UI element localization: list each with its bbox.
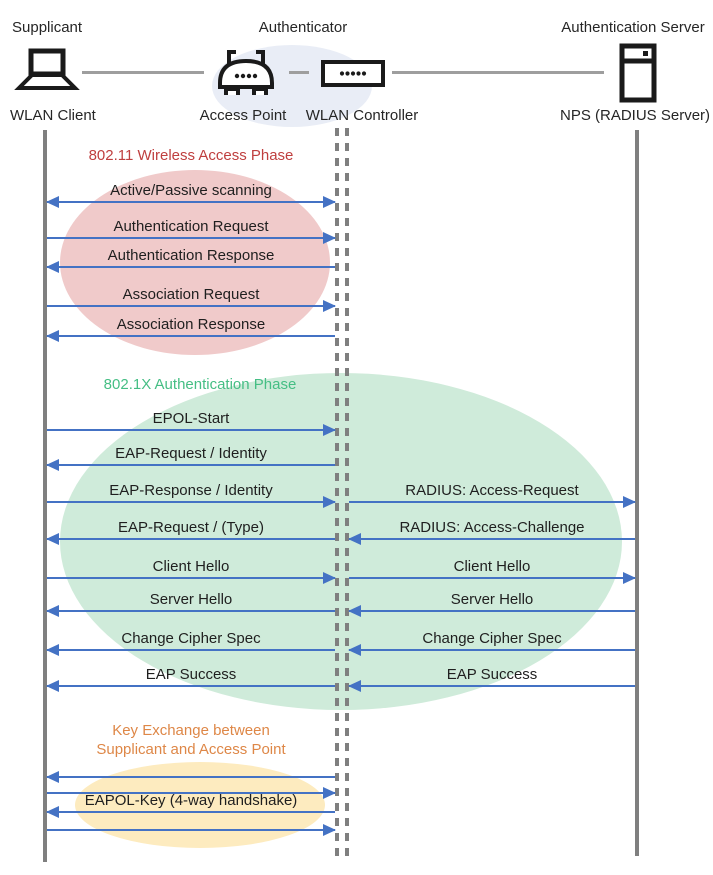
lifeline-access-point: [335, 128, 339, 858]
role-label-supplicant: Supplicant: [12, 19, 83, 36]
message-arrow: [46, 533, 335, 545]
device-label-wlan-client: WLAN Client: [10, 107, 96, 124]
message-label: Association Response: [116, 316, 266, 333]
message-arrow: [47, 824, 336, 836]
message-label: Change Cipher Spec: [422, 630, 562, 647]
message-label: Client Hello: [453, 558, 531, 575]
message-row: EAP-Request / (Type): [46, 518, 335, 545]
role-label-authenticator: Authenticator: [258, 19, 348, 36]
phase1-ellipse: [60, 170, 330, 355]
message-row: [47, 809, 336, 836]
laptop-icon: [14, 48, 80, 94]
message-row: EAP-Request / Identity: [46, 444, 335, 471]
message-label: Authentication Response: [107, 247, 275, 264]
phase3-title: Key Exchange between Supplicant and Acce…: [96, 722, 286, 758]
message-label: EAP Success: [145, 666, 237, 683]
wlan-controller-icon: [321, 60, 385, 87]
message-label: RADIUS: Access-Challenge: [399, 519, 585, 536]
message-label: Server Hello: [450, 591, 534, 608]
message-row: Change Cipher Spec: [348, 629, 635, 656]
role-label-authentication-server: Authentication Server: [561, 19, 705, 36]
message-label: Change Cipher Spec: [121, 630, 261, 647]
connector-line: [82, 71, 204, 74]
message-arrow: [46, 459, 335, 471]
message-label: EAP-Response / Identity: [109, 482, 273, 499]
message-arrow: [349, 572, 636, 584]
message-arrow: [46, 806, 335, 818]
message-label: RADIUS: Access-Request: [405, 482, 579, 499]
message-row: EAP Success: [46, 665, 335, 692]
message-arrow: [47, 572, 336, 584]
message-arrow: [46, 771, 335, 783]
message-row: Active/Passive scanning: [46, 181, 336, 208]
message-row: [47, 772, 336, 799]
message-label: Server Hello: [149, 591, 233, 608]
message-arrow: [348, 644, 635, 656]
message-label: [47, 772, 335, 791]
message-row: Client Hello: [47, 557, 336, 584]
lifeline-nps: [635, 130, 639, 856]
message-label: EAP-Request / (Type): [118, 519, 264, 536]
lifeline-wlan-controller: [345, 128, 349, 858]
message-arrow: [46, 605, 335, 617]
message-label: EAP-Request / Identity: [115, 445, 267, 462]
message-row: RADIUS: Access-Challenge: [348, 518, 635, 545]
message-row: EAP-Response / Identity: [47, 481, 336, 508]
message-label: EPOL-Start: [152, 410, 230, 427]
message-label: Active/Passive scanning: [110, 182, 272, 199]
message-label: Association Request: [122, 286, 260, 303]
message-row: Association Request: [47, 285, 336, 312]
message-arrow: [349, 496, 636, 508]
connector-line: [392, 71, 604, 74]
message-label: [47, 809, 335, 828]
message-row: EAP Success: [348, 665, 635, 692]
message-row: Client Hello: [349, 557, 636, 584]
message-arrow: [348, 680, 635, 692]
message-row: EPOL-Start: [47, 409, 336, 436]
message-arrow: [46, 644, 335, 656]
device-label-nps: NPS (RADIUS Server): [560, 107, 711, 124]
message-row: Change Cipher Spec: [46, 629, 335, 656]
message-label: Authentication Request: [113, 218, 269, 235]
message-row: Server Hello: [348, 590, 635, 617]
lifeline-wlan-client: [43, 130, 47, 862]
connector-line: [289, 71, 309, 74]
message-arrow: [46, 680, 335, 692]
message-arrow: [47, 232, 336, 244]
message-arrow: [348, 605, 635, 617]
device-label-wlan-controller: WLAN Controller: [305, 107, 419, 124]
access-point-icon: [214, 47, 278, 99]
message-arrow: [47, 496, 336, 508]
message-arrow: [47, 424, 336, 436]
message-label: EAP Success: [446, 666, 538, 683]
server-icon: [619, 43, 657, 103]
message-row: Server Hello: [46, 590, 335, 617]
message-row: Authentication Response: [46, 246, 335, 273]
message-arrow: [348, 533, 635, 545]
message-arrow: [46, 261, 335, 273]
message-row: [46, 756, 335, 783]
message-arrow: [47, 787, 336, 799]
phase1-title: 802.11 Wireless Access Phase: [88, 147, 294, 164]
device-label-access-point: Access Point: [199, 107, 287, 124]
message-arrow: [46, 196, 336, 208]
message-row: EAPOL-Key (4-way handshake): [46, 791, 335, 818]
message-row: RADIUS: Access-Request: [349, 481, 636, 508]
message-label: Client Hello: [152, 558, 230, 575]
message-arrow: [47, 300, 336, 312]
message-row: Association Response: [46, 315, 335, 342]
message-arrow: [46, 330, 335, 342]
phase2-title: 802.1X Authentication Phase: [103, 376, 297, 393]
message-label: EAPOL-Key (4-way handshake): [84, 792, 298, 809]
message-row: Authentication Request: [47, 217, 336, 244]
